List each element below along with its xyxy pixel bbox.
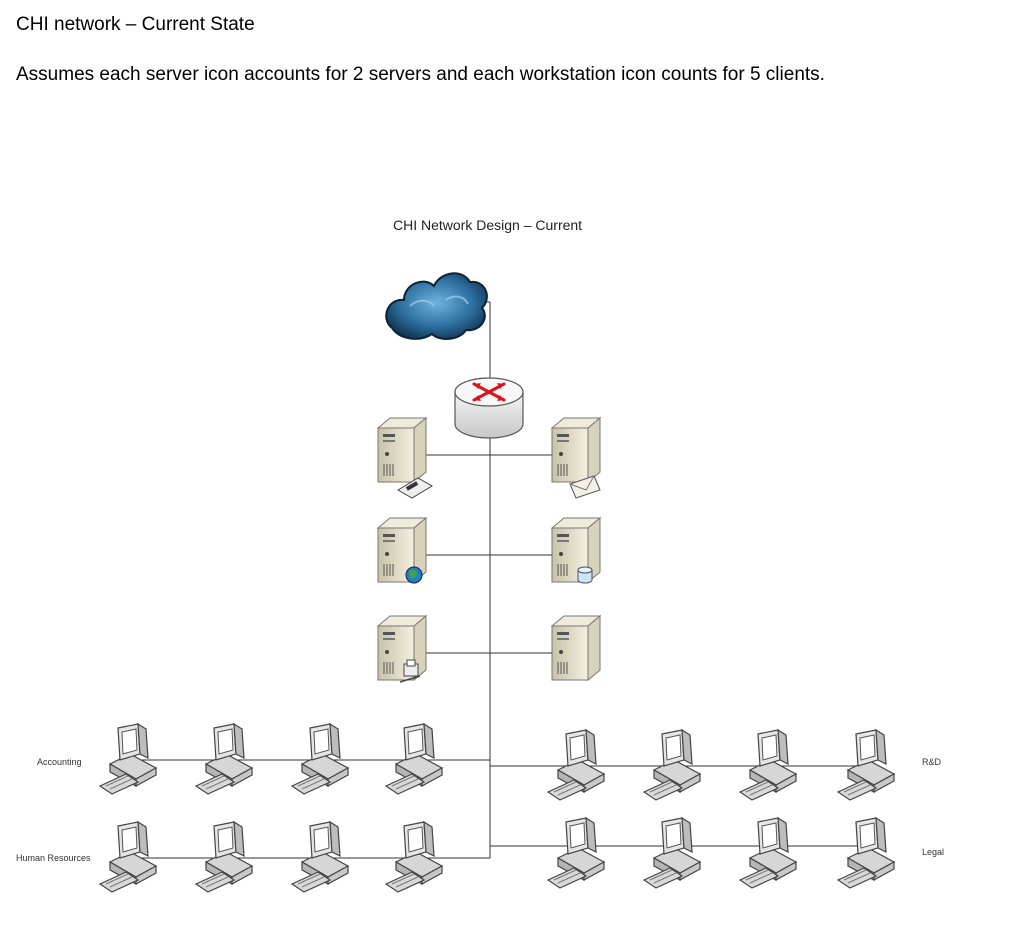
workstation-icon: [837, 817, 895, 889]
workstation-icon: [547, 817, 605, 889]
workstation-icon: [195, 723, 253, 795]
workstation-icon: [291, 723, 349, 795]
group-label-legal: Legal: [922, 847, 945, 857]
workstation-icon: [643, 729, 701, 801]
fax-badge-icon: [397, 477, 433, 499]
globe-icon: [405, 566, 423, 584]
printer-badge-icon: [399, 659, 421, 683]
workstation-icon: [99, 821, 157, 893]
diagram-title: CHI Network Design – Current: [393, 217, 583, 233]
workstation-icon: [837, 729, 895, 801]
page-heading: CHI network – Current State: [16, 14, 255, 35]
print-server-icon: [377, 615, 427, 681]
database-server-icon: [551, 517, 601, 583]
group-label-human-resources: Human Resources: [16, 853, 91, 863]
workstation-icon: [739, 729, 797, 801]
envelope-icon: [569, 475, 601, 499]
workstation-icon: [291, 821, 349, 893]
workstation-icon: [643, 817, 701, 889]
mail-server-icon: [551, 417, 601, 483]
group-label-rd: R&D: [922, 757, 942, 767]
cloud-icon: [385, 272, 488, 340]
workstation-icon: [385, 821, 443, 893]
server-icon: [551, 615, 601, 681]
workstation-icon: [99, 723, 157, 795]
group-label-accounting: Accounting: [37, 757, 82, 767]
assumption-note: Assumes each server icon accounts for 2 …: [16, 64, 825, 85]
workstation-icon: [195, 821, 253, 893]
router-icon: [454, 377, 524, 439]
workstation-icon: [739, 817, 797, 889]
fax-server-icon: [377, 417, 427, 483]
workstation-icon: [385, 723, 443, 795]
database-icon: [577, 566, 593, 584]
workstation-icon: [547, 729, 605, 801]
